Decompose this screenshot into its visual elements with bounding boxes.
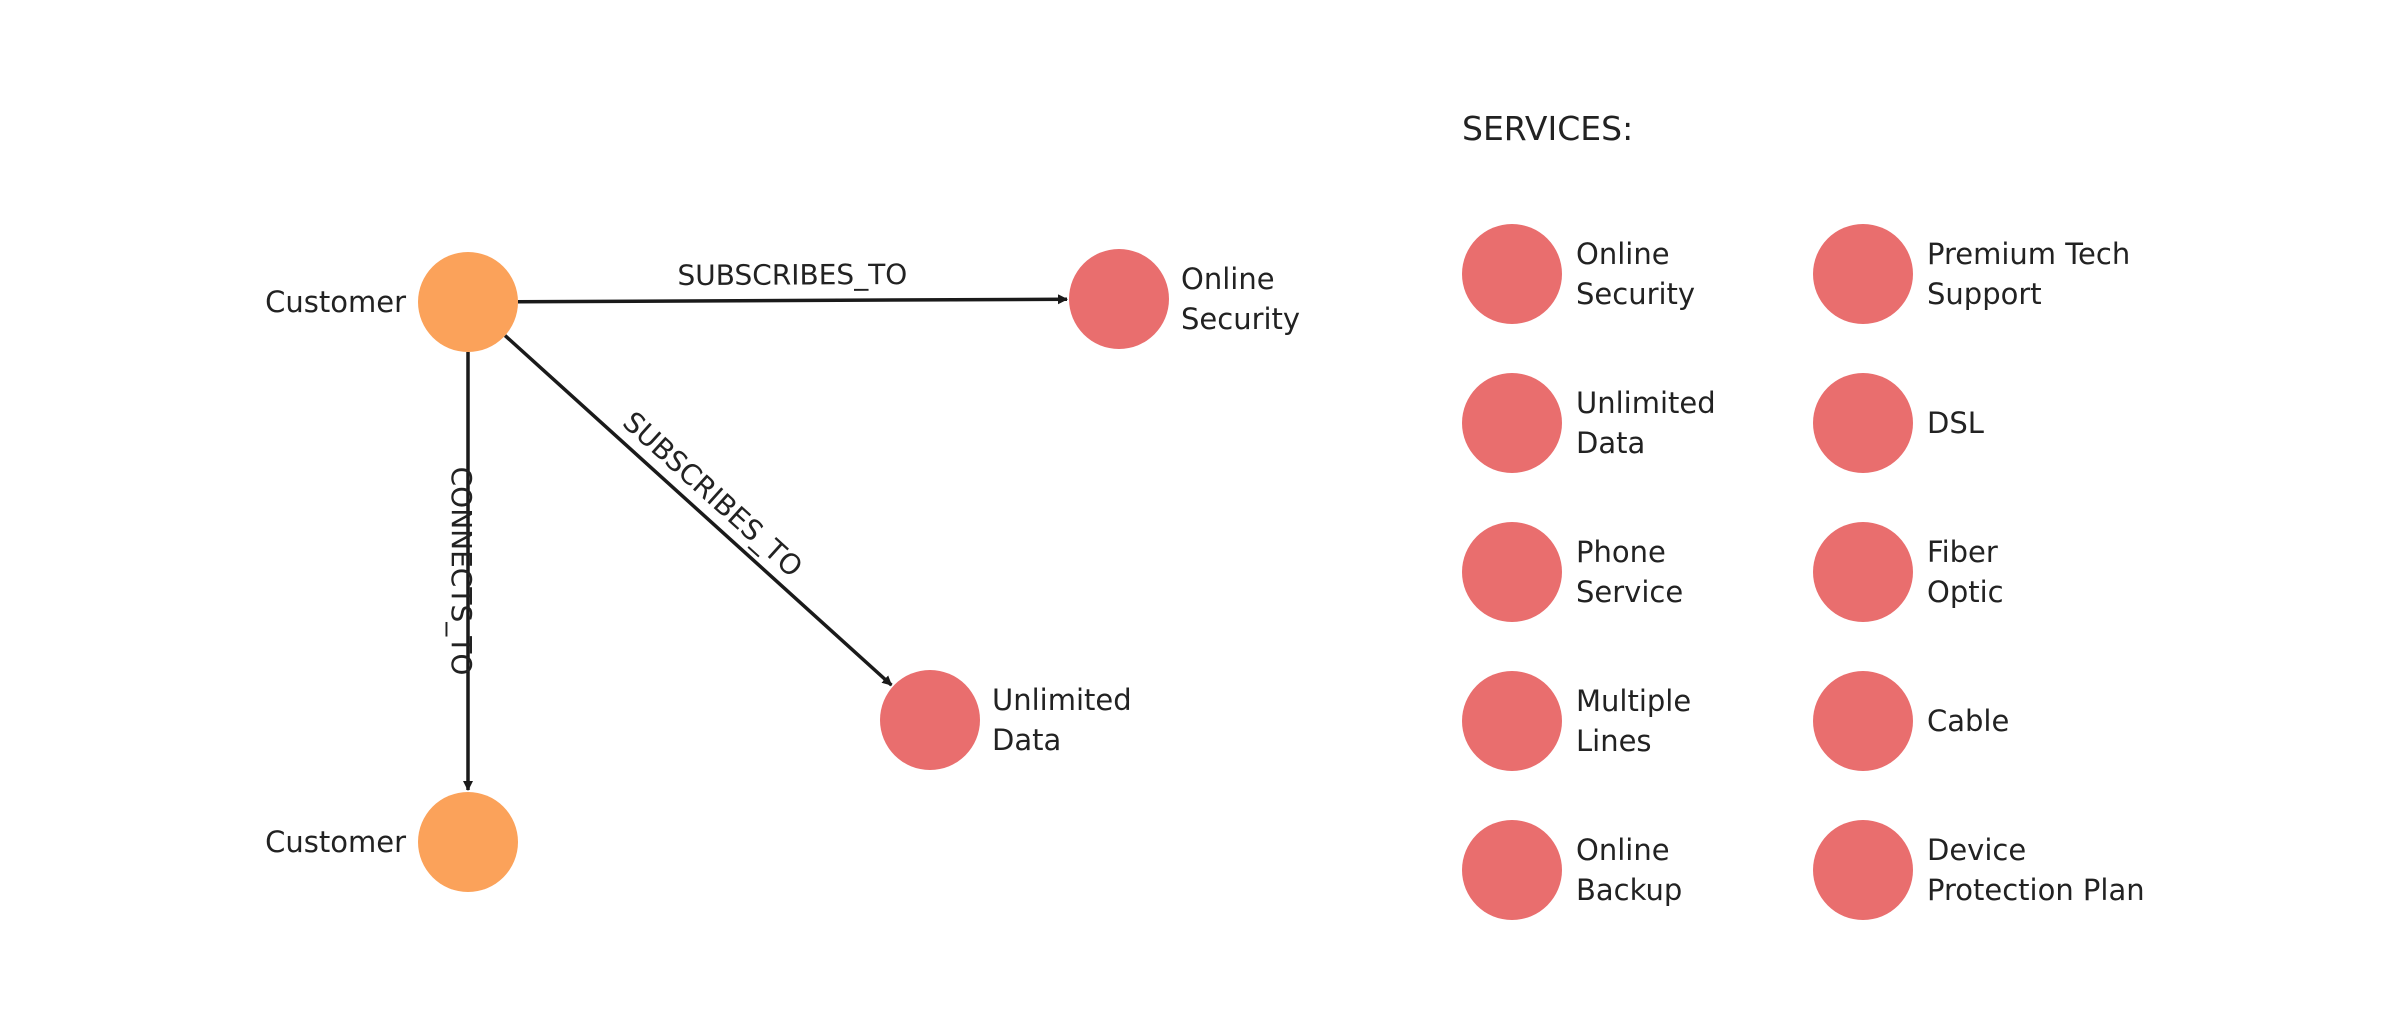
legend-item-label-line: Security <box>1576 277 1695 311</box>
node-customer-1[interactable]: Customer <box>265 252 518 352</box>
legend-item-label-line: Online <box>1576 237 1670 271</box>
customer-node-circle[interactable] <box>418 252 518 352</box>
legend-item-label-line: Phone <box>1576 535 1666 569</box>
service-node-circle[interactable] <box>1069 249 1169 349</box>
legend-service-swatch <box>1462 820 1562 920</box>
edge-label-edge-connects-customer: CONNECTS_TO <box>445 467 478 676</box>
legend-service-swatch <box>1462 671 1562 771</box>
legend-item-label-line: DSL <box>1927 406 1984 440</box>
legend-service-swatch <box>1813 373 1913 473</box>
edge-label-edge-subscribes-unlimited-data: SUBSCRIBES_TO <box>616 405 809 584</box>
legend-item-label-line: Data <box>1576 426 1645 460</box>
legend-item-label-line: Lines <box>1576 724 1652 758</box>
edge-connects-customer[interactable]: CONNECTS_TO <box>445 352 478 791</box>
node-label-customer-1-line: Customer <box>265 285 406 319</box>
edge-label-edge-subscribes-online-security: SUBSCRIBES_TO <box>677 258 907 292</box>
legend-item-label-line: Service <box>1576 575 1683 609</box>
legend-item-label: Cable <box>1927 704 2009 738</box>
node-label-customer-2: Customer <box>265 825 406 859</box>
node-label-customer-1: Customer <box>265 285 406 319</box>
legend-item-label-line: Support <box>1927 277 2042 311</box>
legend-item-label-line: Unlimited <box>1576 386 1716 420</box>
node-label-online-security-line: Security <box>1181 302 1300 336</box>
legend-service-swatch <box>1462 522 1562 622</box>
customer-node-circle[interactable] <box>418 792 518 892</box>
legend-item-label-line: Cable <box>1927 704 2009 738</box>
edge-subscribes-online-security[interactable]: SUBSCRIBES_TO <box>517 258 1069 305</box>
legend-item: Cable <box>1813 671 2009 771</box>
legend-item-label-line: Premium Tech <box>1927 237 2130 271</box>
node-label-customer-2-line: Customer <box>265 825 406 859</box>
legend-item: DSL <box>1813 373 1984 473</box>
legend-service-swatch <box>1813 224 1913 324</box>
legend-item-label-line: Online <box>1576 833 1670 867</box>
node-label-unlimited-data-line: Unlimited <box>992 683 1132 717</box>
legend-item-label-line: Backup <box>1576 873 1682 907</box>
legend-item-label: DSL <box>1927 406 1984 440</box>
edge-arrow-line[interactable] <box>517 294 1069 305</box>
legend-service-swatch <box>1462 373 1562 473</box>
node-label-online-security-line: Online <box>1181 262 1275 296</box>
service-node-circle[interactable] <box>880 670 980 770</box>
legend-service-swatch <box>1462 224 1562 324</box>
legend-item-label-line: Optic <box>1927 575 2004 609</box>
legend-service-swatch <box>1813 820 1913 920</box>
legend-item-label-line: Protection Plan <box>1927 873 2145 907</box>
edge-arrow-line[interactable] <box>503 334 893 687</box>
legend-title: SERVICES: <box>1462 109 1633 148</box>
legend-service-swatch <box>1813 522 1913 622</box>
legend-service-swatch <box>1813 671 1913 771</box>
legend-item-label-line: Multiple <box>1576 684 1691 718</box>
edge-subscribes-unlimited-data[interactable]: SUBSCRIBES_TO <box>503 334 893 687</box>
legend-item-label-line: Fiber <box>1927 535 1998 569</box>
legend-item-label-line: Device <box>1927 833 2026 867</box>
node-customer-2[interactable]: Customer <box>265 792 518 892</box>
node-label-unlimited-data-line: Data <box>992 723 1061 757</box>
